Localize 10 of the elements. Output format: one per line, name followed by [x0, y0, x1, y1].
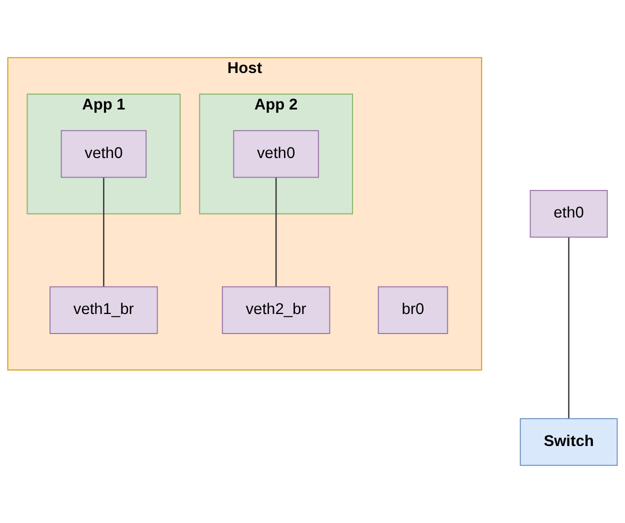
node-box: eth0 — [530, 190, 608, 238]
node-box: veth1_br — [50, 286, 158, 334]
connector — [103, 177, 104, 287]
node-box: veth0 — [233, 130, 319, 178]
node-box: veth0 — [60, 130, 147, 178]
node-box: br0 — [378, 286, 448, 334]
connector — [275, 177, 277, 287]
node-box: veth2_br — [222, 286, 330, 334]
connector — [568, 237, 570, 419]
node-box: Switch — [520, 418, 618, 466]
